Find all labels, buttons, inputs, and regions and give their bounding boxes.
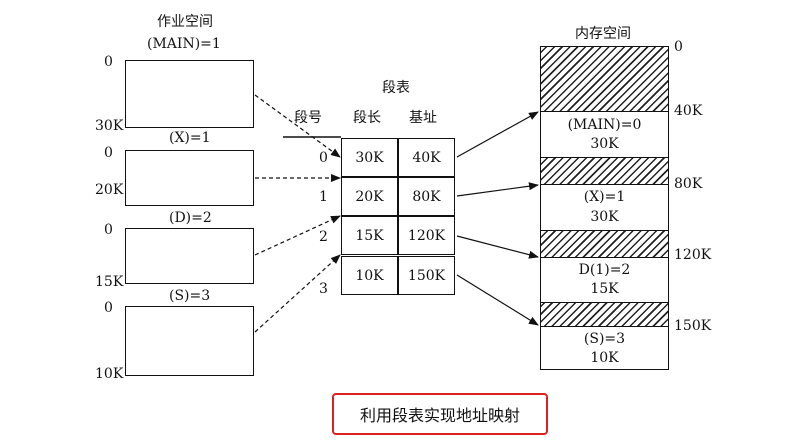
segment-start-d: 0 (104, 222, 113, 238)
memory-used-block-1 (540, 157, 669, 185)
segment-box-s (125, 306, 254, 376)
segment-end-d: 15K (95, 274, 124, 290)
cell-length-0: 30K (341, 138, 398, 177)
memory-x-line2: 30K (590, 209, 619, 225)
memory-d-line2: 15K (590, 281, 619, 297)
segment-box-x (125, 150, 254, 206)
row-number-3: 3 (319, 281, 328, 297)
segment-start-main: 0 (104, 54, 113, 70)
segment-label-x: (X)=1 (169, 130, 211, 146)
segment-end-x: 20K (95, 182, 124, 198)
memory-address-150k: 150K (674, 318, 712, 334)
memory-address-120k: 120K (674, 247, 712, 263)
memory-main-line2: 30K (590, 136, 619, 152)
memory-used-block-3 (540, 302, 669, 327)
memory-segment-s (540, 326, 669, 370)
job-space-title: 作业空间 (157, 14, 213, 30)
segment-start-s: 0 (104, 300, 113, 316)
memory-address-0: 0 (674, 39, 683, 55)
header-segment-length: 段长 (353, 110, 381, 126)
segment-start-x: 0 (104, 145, 113, 161)
memory-title: 内存空间 (575, 26, 631, 42)
cell-length-3: 10K (341, 256, 398, 295)
cell-length-1: 20K (341, 177, 398, 216)
cell-base-2: 120K (398, 216, 455, 255)
segment-box-main (125, 60, 254, 128)
arrow-row3 (456, 274, 539, 326)
memory-used-block-0 (540, 46, 669, 112)
dashed-arrow-s (254, 254, 341, 333)
memory-address-40k: 40K (674, 103, 703, 119)
segment-table-title: 段表 (382, 80, 410, 96)
memory-main-line1: (MAIN)=0 (567, 117, 642, 133)
figure-caption: 利用段表实现地址映射 (332, 393, 548, 435)
arrow-row0 (456, 111, 539, 158)
row-number-1: 1 (319, 189, 328, 205)
segment-end-main: 30K (95, 118, 124, 134)
segment-label-d: (D)=2 (169, 210, 212, 226)
segment-label-s: (S)=3 (169, 288, 211, 304)
row-number-0: 0 (319, 150, 328, 166)
memory-x-line1: (X)=1 (583, 189, 626, 205)
memory-used-block-2 (540, 230, 669, 258)
dashed-arrow-d (254, 215, 341, 256)
segment-label-main: (MAIN)=1 (147, 36, 221, 52)
cell-base-0: 40K (398, 138, 455, 177)
row-number-2: 2 (319, 229, 328, 245)
segment-box-d (125, 228, 254, 284)
memory-d-line1: D(1)=2 (578, 262, 631, 278)
cell-base-3: 150K (398, 256, 455, 295)
header-segment-number: 段号 (294, 110, 322, 126)
cell-length-2: 15K (341, 216, 398, 255)
cell-base-1: 80K (398, 177, 455, 216)
arrow-row1 (456, 182, 539, 197)
header-base-address: 基址 (409, 110, 437, 126)
memory-s-line1: (S)=3 (583, 331, 626, 347)
memory-s-line2: 10K (590, 350, 619, 366)
dashed-arrow-main (254, 94, 341, 158)
arrow-row2 (456, 235, 539, 259)
memory-address-80k: 80K (674, 176, 703, 192)
segment-end-s: 10K (95, 366, 124, 382)
